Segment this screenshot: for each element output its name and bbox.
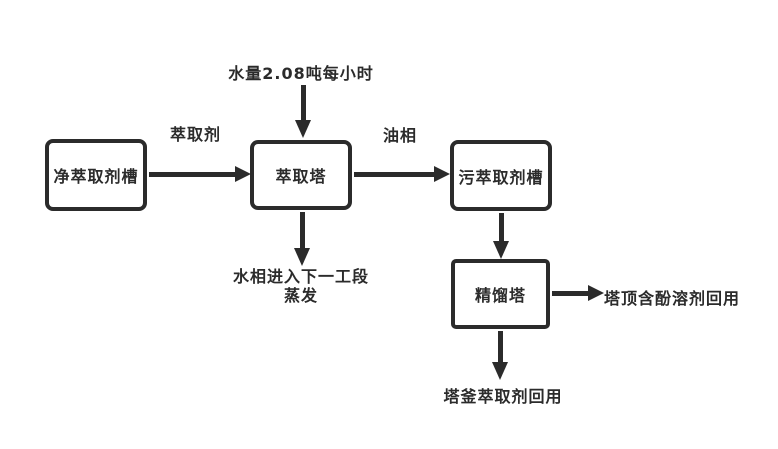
node-dirty-extractant-tank: 污萃取剂槽 bbox=[450, 140, 552, 211]
node-distillation-tower: 精馏塔 bbox=[451, 259, 550, 329]
node-label: 污萃取剂槽 bbox=[458, 167, 544, 187]
node-label: 精馏塔 bbox=[474, 286, 526, 305]
arrow-water-phase-shaft bbox=[300, 212, 305, 248]
arrowhead-right-icon bbox=[588, 285, 604, 301]
tower-top-note: 塔顶含酚溶剂回用 bbox=[604, 289, 741, 308]
arrowhead-down-icon bbox=[295, 120, 311, 138]
arrowhead-right-icon bbox=[434, 166, 450, 182]
arrowhead-right-icon bbox=[235, 166, 251, 182]
extractant-label: 萃取剂 bbox=[170, 125, 222, 144]
arrow-to-distillation-shaft bbox=[499, 213, 504, 242]
oil-phase-label: 油相 bbox=[383, 126, 418, 145]
arrowhead-down-icon bbox=[493, 241, 509, 259]
arrow-extractant-shaft bbox=[149, 172, 235, 177]
arrowhead-down-icon bbox=[294, 248, 310, 266]
node-label: 萃取塔 bbox=[275, 167, 327, 186]
node-label: 净萃取剂槽 bbox=[53, 167, 139, 186]
water-phase-note: 水相进入下一工段 蒸发 bbox=[211, 267, 391, 305]
arrow-tower-top-shaft bbox=[552, 291, 588, 296]
arrow-tower-bottom-shaft bbox=[498, 331, 503, 362]
node-extraction-tower: 萃取塔 bbox=[250, 140, 352, 210]
tower-bottom-note: 塔釜萃取剂回用 bbox=[443, 387, 563, 406]
arrowhead-down-icon bbox=[492, 362, 508, 380]
water-phase-line1: 水相进入下一工段 bbox=[232, 267, 369, 286]
water-input-label: 水量2.08吨每小时 bbox=[228, 64, 374, 83]
arrow-water-input-shaft bbox=[301, 85, 306, 120]
water-phase-line2: 蒸发 bbox=[283, 286, 318, 305]
node-clean-extractant-tank: 净萃取剂槽 bbox=[45, 139, 147, 211]
arrow-oil-phase-shaft bbox=[354, 172, 434, 177]
